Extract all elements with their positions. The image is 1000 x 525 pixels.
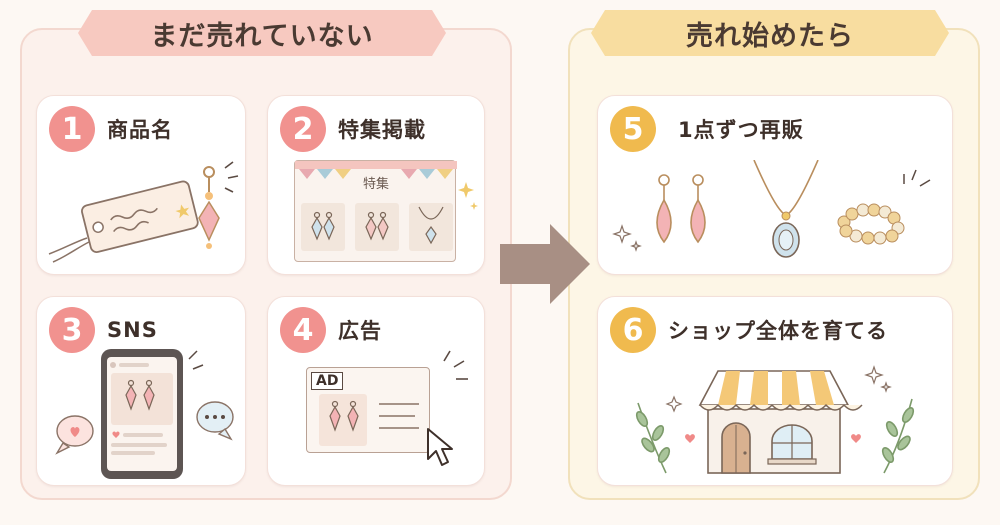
step-number-5: 5 bbox=[610, 106, 656, 152]
step-label-4: 広告 bbox=[338, 319, 382, 343]
step-label-5: 1点ずつ再販 bbox=[678, 118, 804, 142]
cursor-icon bbox=[427, 350, 468, 466]
feature-page-icon: 特集 bbox=[294, 160, 457, 262]
smartphone-sns-icon bbox=[55, 349, 234, 479]
step-number-6: 6 bbox=[610, 307, 656, 353]
step-label-1: 商品名 bbox=[107, 118, 173, 142]
step-card-1: 1 商品名 bbox=[36, 95, 246, 275]
right-section-title: 売れ始めたら bbox=[591, 10, 949, 56]
step-card-3: 3 SNS bbox=[36, 296, 246, 486]
step-label-6: ショップ全体を育てる bbox=[668, 319, 888, 343]
ad-banner-icon: AD bbox=[306, 367, 430, 453]
transition-arrow-icon bbox=[500, 224, 590, 304]
ad-badge: AD bbox=[311, 372, 344, 390]
step-number-3: 3 bbox=[49, 307, 95, 353]
ad-jewelry-icon bbox=[319, 394, 419, 446]
bunting-icon bbox=[295, 161, 457, 179]
step-number-2: 2 bbox=[280, 106, 326, 152]
step-card-2: 2 特集掲載 特集 bbox=[267, 95, 485, 275]
left-section-title: まだ売れていない bbox=[78, 10, 446, 56]
step-card-5: 5 1点ずつ再販 bbox=[597, 95, 953, 275]
step-card-6: 6 ショップ全体を育てる bbox=[597, 296, 953, 486]
step-number-4: 4 bbox=[280, 307, 326, 353]
step-number-1: 1 bbox=[49, 106, 95, 152]
sparkle-icon bbox=[458, 182, 478, 210]
featured-items-icon bbox=[301, 203, 453, 251]
price-tag-earring-icon bbox=[48, 161, 239, 263]
step-label-3: SNS bbox=[107, 318, 158, 342]
jewelry-items-icon bbox=[612, 160, 931, 258]
feature-banner-text: 特集 bbox=[362, 177, 389, 192]
step-label-2: 特集掲載 bbox=[338, 118, 426, 142]
step-card-4: 4 広告 AD bbox=[267, 296, 485, 486]
shop-storefront-icon bbox=[635, 365, 915, 474]
